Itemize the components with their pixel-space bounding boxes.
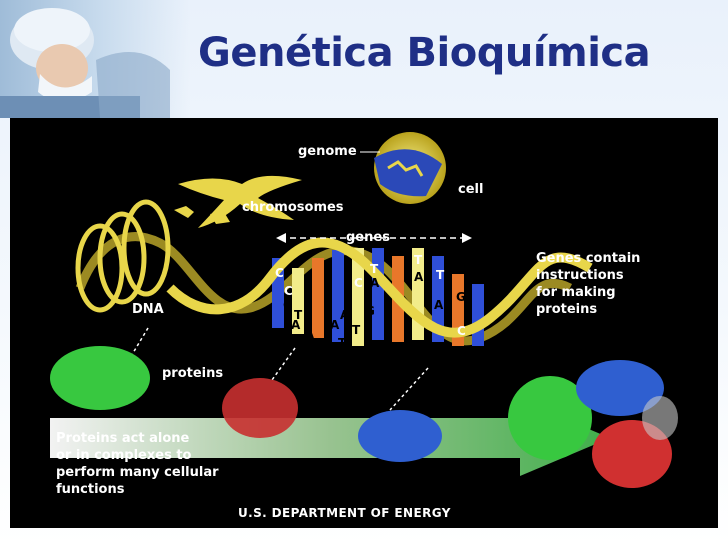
genome-label: genome (298, 144, 357, 159)
base-letter: A (330, 318, 339, 332)
base-letter: A (340, 308, 349, 322)
cell-graphic (374, 132, 446, 204)
base-letter: C (275, 266, 284, 280)
base-letter: T (338, 336, 346, 350)
proteins-label: proteins (162, 366, 223, 381)
base-letter: G (283, 298, 293, 312)
base-letter: T (414, 253, 422, 267)
base-letter: T (436, 268, 444, 282)
base-letter: A (291, 318, 300, 332)
doctor-illustration (0, 0, 190, 118)
proteins-note: Proteins act alone or in complexes to pe… (56, 430, 219, 498)
credit-label: U.S. DEPARTMENT OF ENERGY (238, 506, 451, 520)
cell-label: cell (458, 182, 483, 197)
slide-title: Genética Bioquímica (198, 30, 650, 76)
doctor-photo (0, 0, 190, 118)
genes-note: Genes contain instructions for making pr… (536, 250, 640, 318)
dna-coils (78, 202, 168, 310)
base-letter: A (414, 270, 423, 284)
genome-diagram: C C G T A A A G A T T C A T T A A G C T … (10, 118, 718, 528)
base-letter: G (456, 290, 466, 304)
base-letter: T (370, 262, 378, 276)
base-letter: C (457, 324, 466, 338)
base-letter: A (305, 328, 314, 342)
base-letter: G (365, 304, 375, 318)
dna-label: DNA (132, 302, 164, 317)
base-letter: C (354, 276, 363, 290)
chromosomes-label: chromosomes (242, 200, 344, 215)
base-letter: A (370, 276, 379, 290)
genes-label: genes (346, 230, 390, 245)
base-letter: T (352, 323, 360, 337)
base-letter: A (434, 298, 443, 312)
base-letter: C (284, 284, 293, 298)
